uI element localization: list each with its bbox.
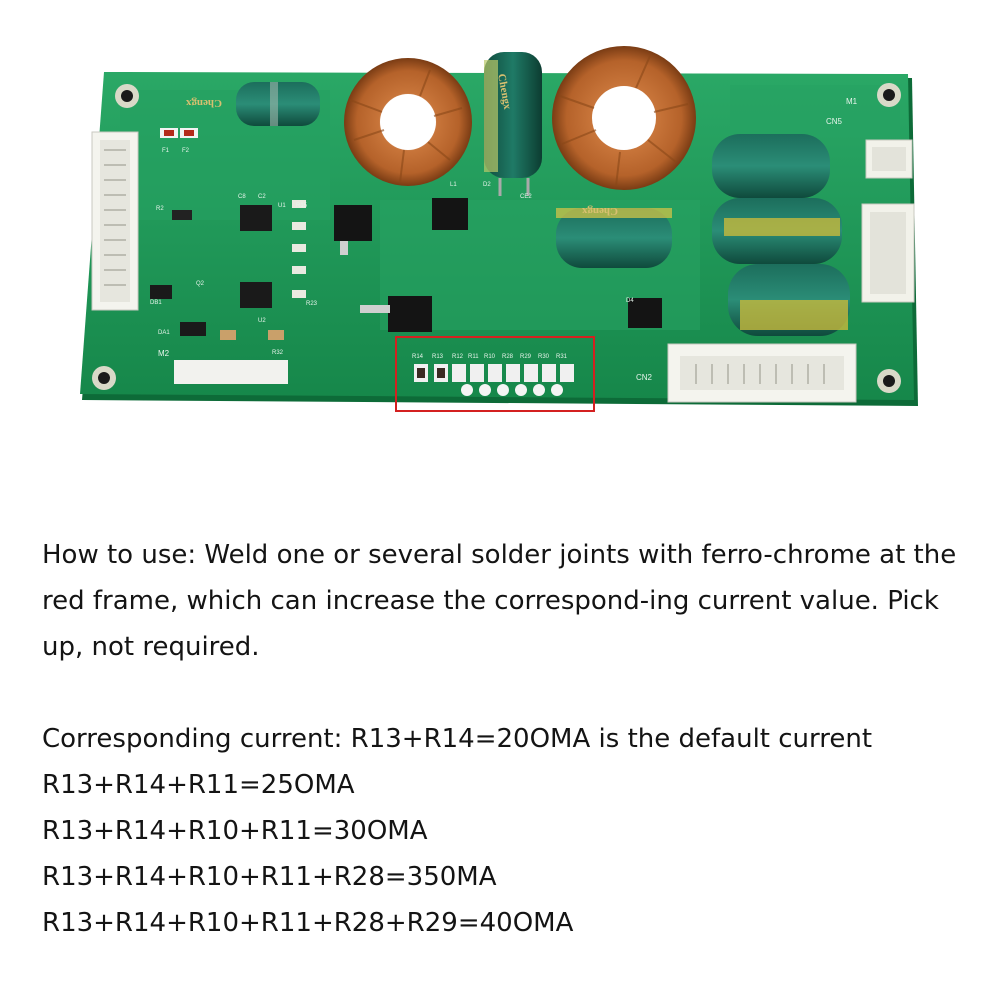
resistor-label: R31: [556, 354, 568, 360]
component-label: R23: [306, 301, 318, 307]
current-select-resistors: R14 R13 R12 R11 R10 R28 R29 R30 R31: [412, 354, 574, 396]
capacitor-center: [556, 208, 672, 268]
connector-label: CN2: [636, 373, 653, 382]
component-label: L1: [450, 182, 457, 188]
current-line: R13+R14+R11=25OMA: [42, 770, 355, 800]
resistor-label: R29: [520, 354, 532, 360]
right-connectors: [861, 139, 915, 303]
mount-label: M1: [846, 97, 858, 106]
component-label: CE2: [520, 194, 532, 200]
current-line: Corresponding current: R13+R14=20OMA is …: [42, 724, 873, 754]
resistor-label: R12: [452, 354, 464, 360]
brand-mark: Chengx: [185, 97, 222, 109]
spacer: [42, 670, 972, 716]
component-label: D4: [626, 298, 634, 304]
usage-instructions: How to use: Weld one or several solder j…: [42, 532, 972, 946]
pcb-board: [80, 72, 918, 406]
resistor-label: R30: [538, 354, 550, 360]
component-label: R32: [272, 350, 284, 356]
mounting-holes: [92, 83, 901, 393]
left-connector: [91, 131, 139, 311]
resistor-label: R14: [412, 354, 424, 360]
inductor-coil-right: [552, 46, 696, 190]
resistor-label: R28: [502, 354, 514, 360]
current-line: R13+R14+R10+R11+R28+R29=40OMA: [42, 908, 574, 938]
inductor-coil-left: [344, 58, 472, 186]
how-to-use-text: How to use: Weld one or several solder j…: [42, 540, 957, 662]
resistor-label: R10: [484, 354, 496, 360]
label-strip: [174, 360, 288, 384]
component-label: C2: [258, 194, 266, 200]
component-label: R2: [156, 206, 164, 212]
mount-label: M2: [158, 349, 170, 358]
component-label: D2: [483, 182, 491, 188]
highlight-frame: [395, 336, 595, 412]
current-line: R13+R14+R10+R11+R28=350MA: [42, 862, 497, 892]
smd-components: [150, 128, 662, 340]
component-label: R15: [296, 203, 308, 209]
component-label: F2: [182, 148, 190, 154]
component-label: F1: [162, 148, 170, 154]
component-label: C8: [238, 194, 246, 200]
component-label: DA1: [158, 330, 170, 336]
component-label: DB1: [150, 300, 162, 306]
current-line: R13+R14+R10+R11=30OMA: [42, 816, 428, 846]
bottom-connector: [667, 343, 857, 403]
capacitor-center-top: [484, 52, 542, 196]
brand-mark: Chengx: [581, 205, 618, 217]
component-label: U1: [278, 203, 286, 209]
component-label: Q2: [196, 281, 205, 287]
resistor-label: R11: [468, 354, 479, 360]
component-label: U2: [258, 318, 266, 324]
capacitors-right: [712, 134, 850, 336]
capacitor-top-left: [236, 82, 320, 126]
led-driver-board-photo: Chengx Chengx Chengx CN5 CN2 M1 M2 L1 D2…: [80, 46, 918, 412]
connector-label: CN5: [826, 117, 843, 126]
resistor-label: R13: [432, 354, 444, 360]
